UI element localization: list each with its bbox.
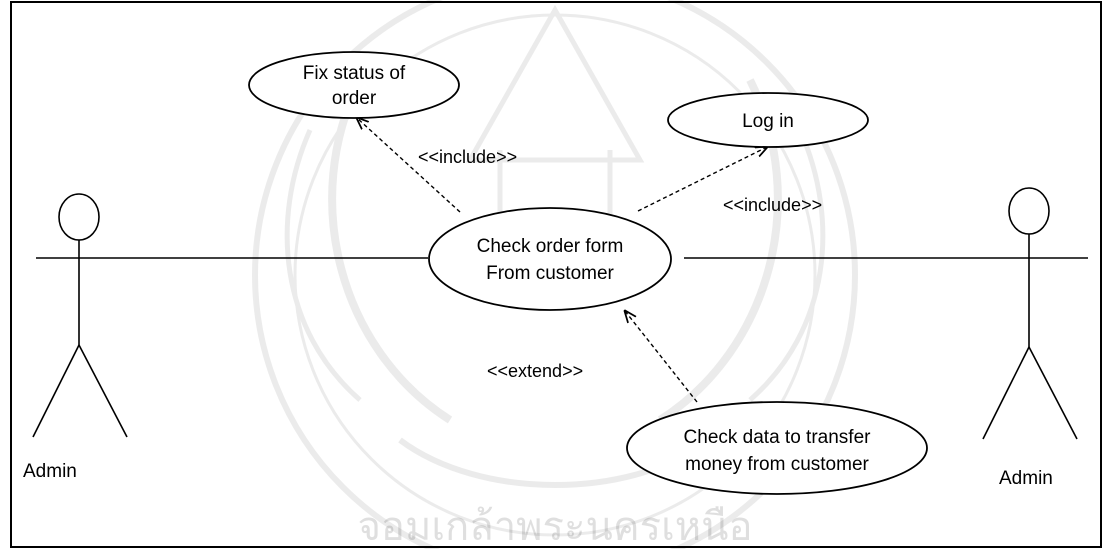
include-arrow-log-in bbox=[637, 147, 767, 212]
use-case-check-transfer[interactable]: Check data to transfer money from custom… bbox=[626, 401, 928, 495]
use-case-check-order[interactable]: Check order form From customer bbox=[428, 207, 672, 311]
watermark-text: จอมเกล้าพระนครเหนือ bbox=[357, 505, 752, 549]
include-arrow-fix-status bbox=[357, 118, 461, 213]
actor-head bbox=[58, 193, 100, 241]
use-case-fix-status-line-1: Fix status of bbox=[303, 63, 406, 84]
diagram-frame bbox=[10, 1, 1102, 548]
use-case-log-in-line-1: Log in bbox=[742, 111, 794, 132]
use-case-fix-status-line-2: order bbox=[332, 88, 377, 109]
actor-admin-right-label: Admin bbox=[999, 468, 1053, 489]
actor-admin-right[interactable] bbox=[982, 187, 1078, 440]
include-label-log-in: <<include>> bbox=[723, 195, 822, 215]
use-case-log-in[interactable]: Log in bbox=[667, 92, 869, 148]
extend-arrow-transfer bbox=[625, 311, 698, 403]
include-label-fix-status: <<include>> bbox=[418, 147, 517, 167]
use-case-fix-status[interactable]: Fix status of order bbox=[248, 51, 460, 119]
actor-head bbox=[1008, 187, 1050, 235]
use-case-check-order-line-1: Check order form bbox=[477, 236, 624, 257]
use-case-check-order-line-2: From customer bbox=[486, 263, 614, 284]
actor-admin-left-label: Admin bbox=[23, 461, 77, 482]
actor-admin-left[interactable] bbox=[32, 193, 128, 438]
extend-label-transfer: <<extend>> bbox=[487, 361, 583, 381]
use-case-check-transfer-line-1: Check data to transfer bbox=[684, 427, 872, 448]
use-case-check-transfer-line-2: money from customer bbox=[685, 454, 869, 475]
